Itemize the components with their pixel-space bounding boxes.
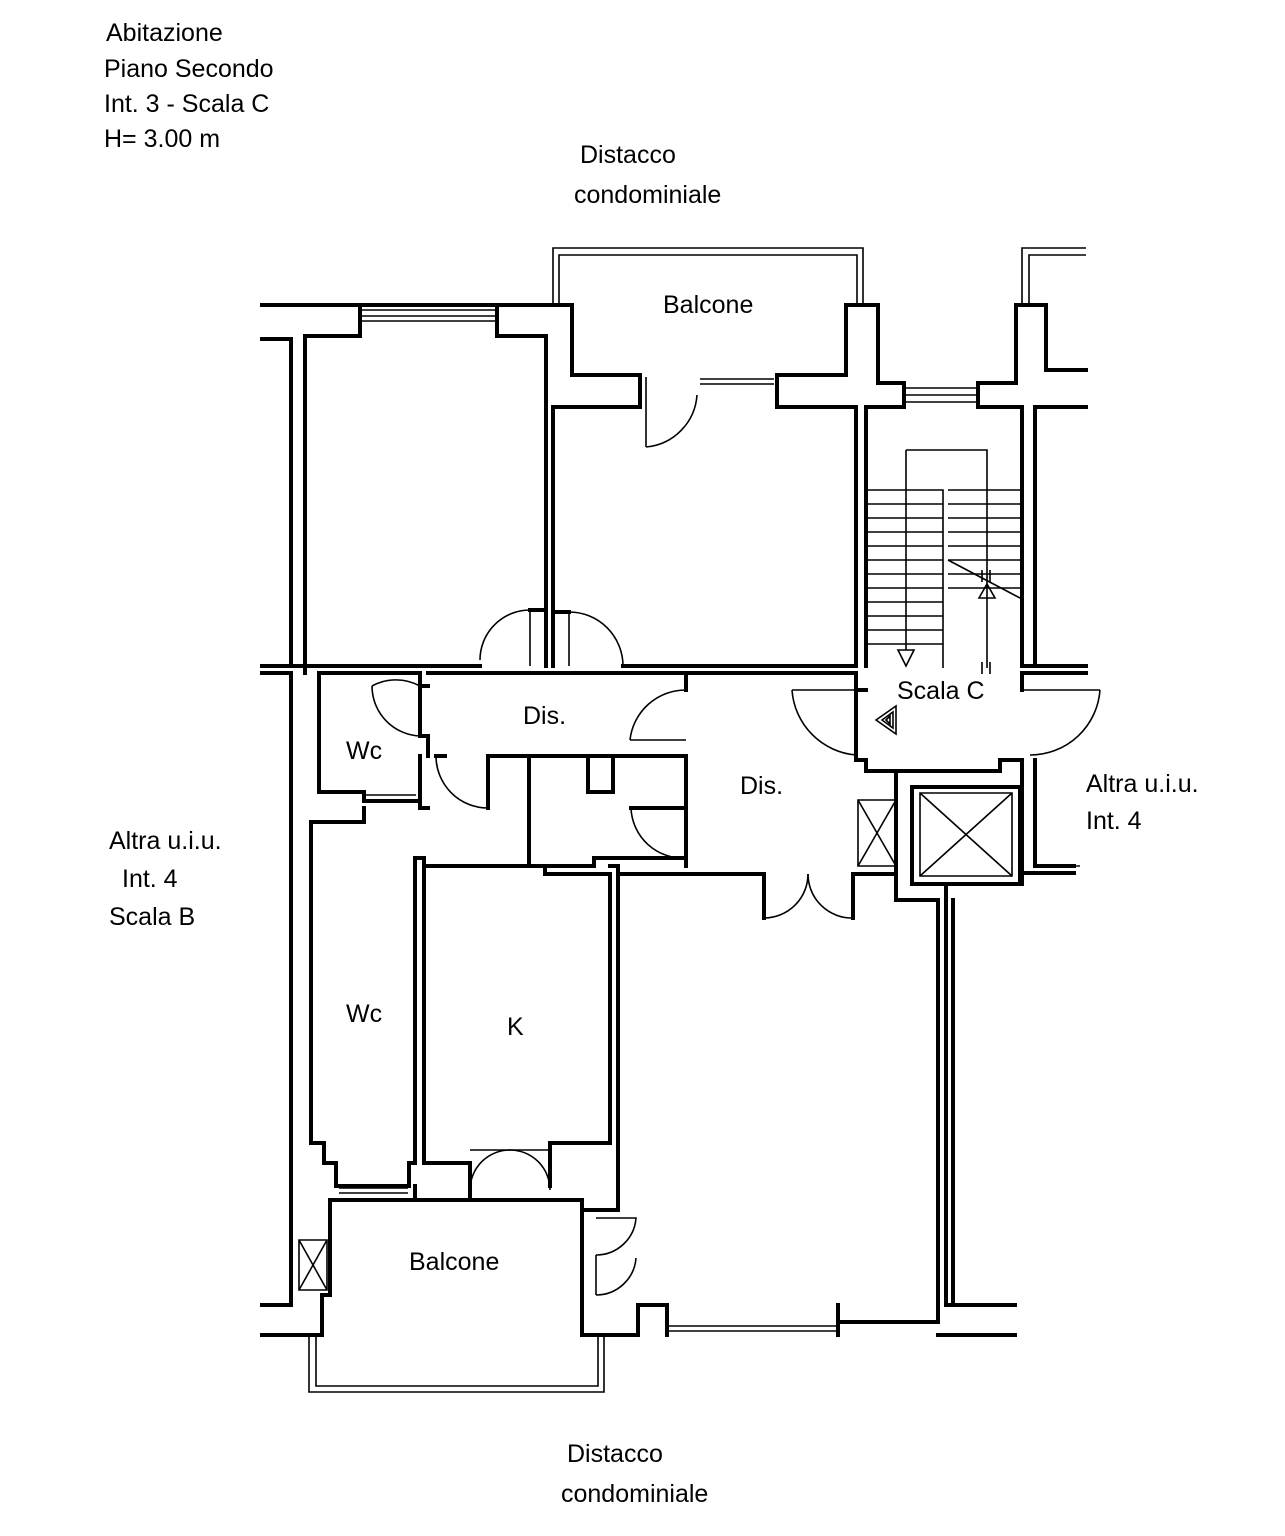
room-label-wc-1: Wc: [346, 737, 382, 765]
bottom-boundary-line-1: Distacco: [567, 1440, 663, 1468]
bottom-boundary-line-2: condominiale: [561, 1480, 708, 1508]
right-neighbor-line-2: Int. 4: [1086, 807, 1142, 835]
room-label-balcone-bottom: Balcone: [409, 1248, 499, 1276]
outer-walls: [260, 303, 1088, 1337]
plan-header: Abitazione Piano Secondo Int. 3 - Scala …: [104, 19, 274, 153]
room-label-dis-2: Dis.: [740, 772, 783, 800]
interior-walls: [298, 334, 1024, 1297]
windows: [339, 309, 1080, 1332]
room-label-dis-1: Dis.: [523, 702, 566, 730]
staircase: [868, 449, 1021, 736]
room-label-balcone-top: Balcone: [663, 291, 753, 319]
right-neighbor-line-1: Altra u.i.u.: [1086, 770, 1199, 798]
header-line-1: Abitazione: [106, 19, 223, 47]
top-boundary-line-2: condominiale: [574, 181, 721, 209]
left-neighbor-line-2: Int. 4: [122, 865, 178, 893]
balcony-railings: [308, 247, 1086, 1393]
header-line-3: Int. 3 - Scala C: [104, 90, 269, 118]
left-neighbor-line-3: Scala B: [109, 903, 195, 931]
header-line-2: Piano Secondo: [104, 55, 274, 83]
room-label-kitchen: K: [507, 1013, 524, 1041]
left-neighbor-line-1: Altra u.i.u.: [109, 827, 222, 855]
room-labels: Balcone Dis. Dis. Wc Wc K Balcone Scala …: [346, 291, 985, 1276]
doors: [371, 377, 1101, 1296]
room-label-stair: Scala C: [897, 677, 985, 705]
room-label-wc-2: Wc: [346, 1000, 382, 1028]
header-line-4: H= 3.00 m: [104, 125, 220, 153]
top-boundary-line-1: Distacco: [580, 141, 676, 169]
